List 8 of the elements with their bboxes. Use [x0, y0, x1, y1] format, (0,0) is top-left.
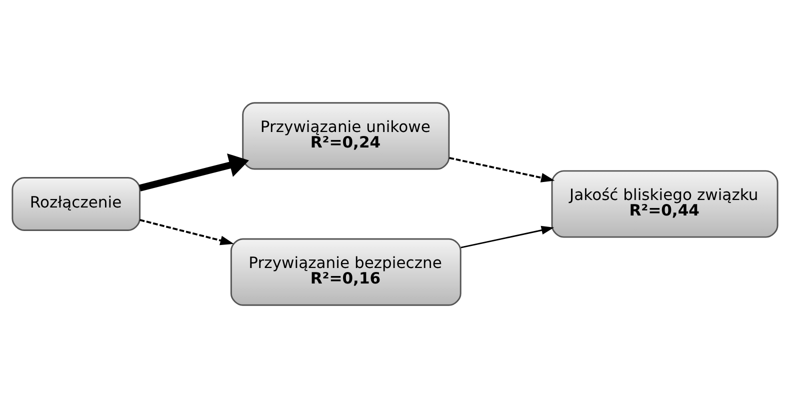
arrow: [460, 226, 554, 248]
arrow: [140, 219, 234, 246]
node-box: Jakość bliskiego związku R²=0,44: [551, 170, 778, 238]
arrow: [139, 153, 249, 192]
arrow: [449, 157, 555, 182]
node-box: Przywiązanie bezpieczne R²=0,16: [230, 238, 462, 306]
node-box: Przywiązanie unikowe R²=0,24: [242, 102, 450, 170]
node-box: Rozłączenie: [12, 177, 141, 231]
